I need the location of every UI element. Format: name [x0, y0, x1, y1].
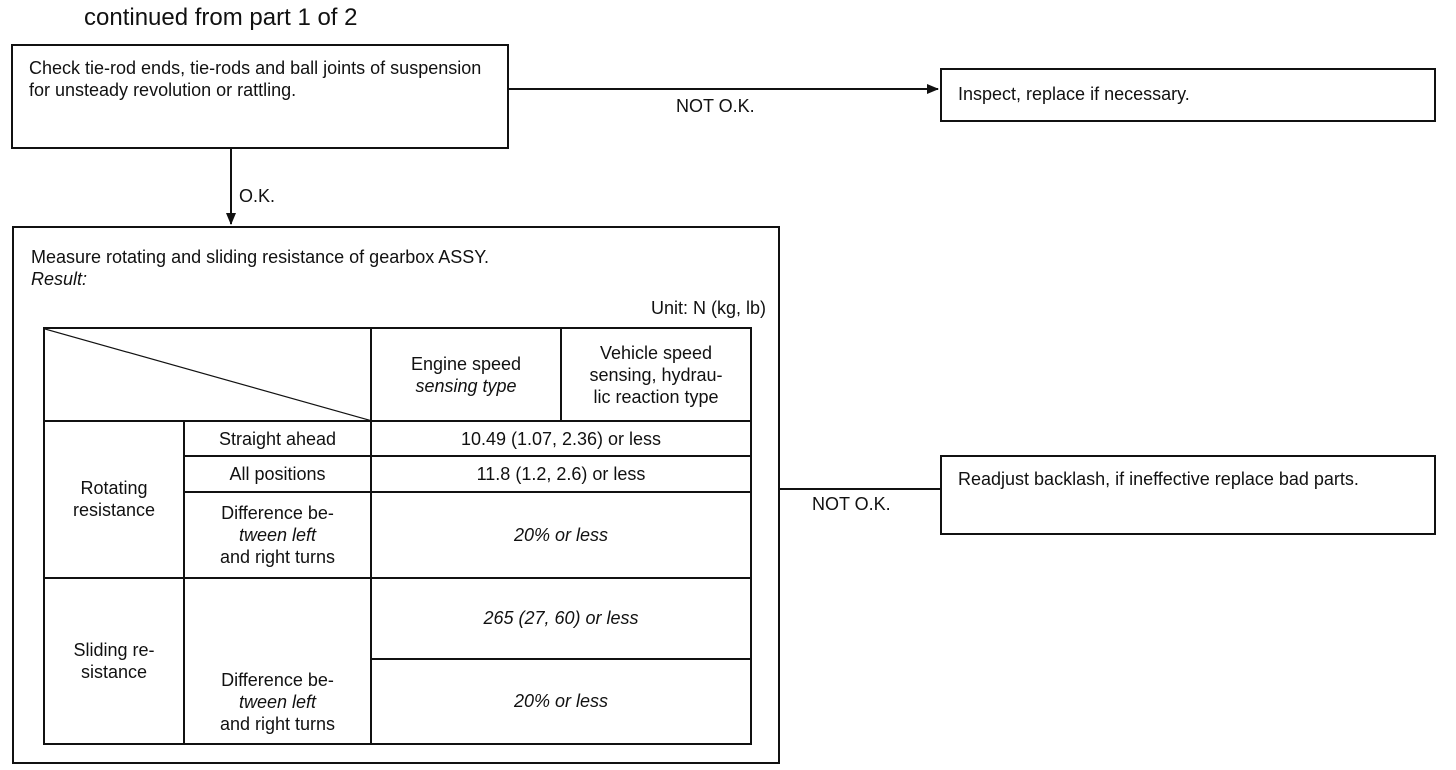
table-row: Sliding re- sistance Difference be- twee…: [43, 576, 752, 746]
table-corner-cell: [43, 326, 372, 423]
not-ok-label-2: NOT O.K.: [812, 494, 891, 514]
line: 265 (27, 60) or less: [483, 608, 639, 629]
line: lic reaction type: [593, 386, 719, 407]
page-heading: continued from part 1 of 2: [84, 4, 358, 31]
value-sliding-resistance: 265 (27, 60) or less: [370, 576, 752, 660]
line: Difference be-: [221, 670, 334, 690]
table-row: 20% or less: [44, 657, 752, 746]
check-tie-rods-text: Check tie-rod ends, tie-rods and ball jo…: [29, 58, 482, 100]
readjust-backlash-text: Readjust backlash, if ineffective replac…: [958, 469, 1359, 489]
line: 20% or less: [513, 524, 609, 545]
measure-gearbox-title: Measure rotating and sliding resistance …: [31, 247, 489, 267]
line: Vehicle speed: [599, 342, 713, 363]
condition-straight-ahead: Straight ahead: [183, 420, 372, 457]
table-row: All positions 11.8 (1.2, 2.6) or less: [44, 454, 752, 494]
condition-sliding-difference: Difference be- tween left and right turn…: [183, 576, 372, 746]
line: tween left: [238, 692, 317, 712]
ok-label: O.K.: [239, 186, 276, 206]
line: and right turns: [219, 714, 336, 734]
resistance-table: Engine speed sensing type Vehicle speed …: [43, 326, 752, 746]
rotating-resistance-label: Rotating resistance: [43, 420, 185, 579]
measure-gearbox-box: Measure rotating and sliding resistance …: [12, 226, 780, 764]
line: 10.49 (1.07, 2.36) or less: [460, 428, 662, 449]
line: Difference be-: [221, 502, 334, 523]
readjust-backlash-box: Readjust backlash, if ineffective replac…: [940, 455, 1436, 535]
line: Straight ahead: [218, 428, 337, 449]
line: and right turns: [219, 546, 336, 567]
inspect-replace-text: Inspect, replace if necessary.: [958, 84, 1190, 104]
table-header-row: Engine speed sensing type Vehicle speed …: [43, 326, 752, 423]
col-header-engine-speed: Engine speed sensing type: [370, 326, 562, 423]
value-sliding-difference: 20% or less: [370, 657, 752, 746]
sliding-resistance-label: Sliding re- sistance: [43, 576, 185, 746]
line: 20% or less: [513, 691, 609, 712]
condition-all-positions: All positions: [183, 454, 372, 494]
value-straight-ahead: 10.49 (1.07, 2.36) or less: [370, 420, 752, 457]
value-rotating-difference: 20% or less: [370, 491, 752, 579]
col-header-vehicle-speed: Vehicle speed sensing, hydrau- lic react…: [560, 326, 752, 423]
table-row: Difference be- tween left and right turn…: [44, 491, 752, 579]
line: sensing type: [415, 375, 517, 396]
line: Engine speed: [410, 353, 522, 374]
check-tie-rods-box: Check tie-rod ends, tie-rods and ball jo…: [11, 44, 509, 149]
line: 11.8 (1.2, 2.6) or less: [476, 464, 646, 485]
inspect-replace-box: Inspect, replace if necessary.: [940, 68, 1436, 122]
line: Rotating: [80, 478, 148, 499]
value-all-positions: 11.8 (1.2, 2.6) or less: [370, 454, 752, 494]
line: All positions: [229, 464, 326, 485]
result-label: Result:: [31, 269, 88, 289]
condition-rotating-difference: Difference be- tween left and right turn…: [183, 491, 372, 579]
line: tween left: [238, 524, 317, 545]
line: Sliding re-: [73, 639, 155, 660]
line: sensing, hydrau-: [589, 364, 723, 385]
diagonal-divider: [45, 329, 370, 420]
line: sistance: [80, 661, 148, 682]
table-row: Rotating resistance Straight ahead 10.49…: [43, 420, 752, 579]
unit-label: Unit: N (kg, lb): [650, 298, 766, 318]
not-ok-label-1: NOT O.K.: [676, 96, 755, 116]
line: resistance: [72, 500, 156, 521]
